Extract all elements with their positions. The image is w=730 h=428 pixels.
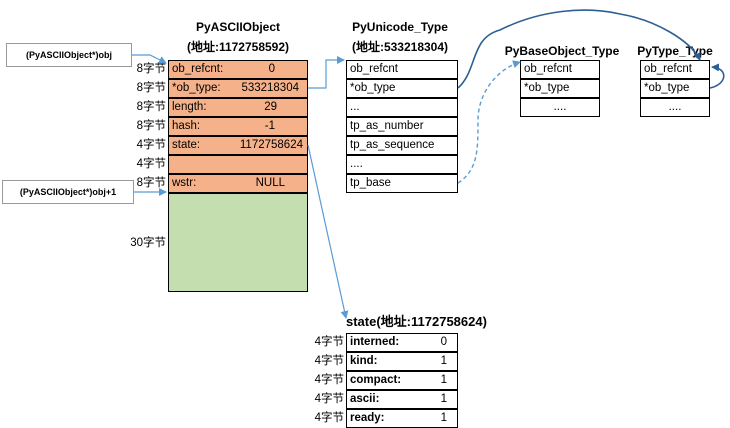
arrow-typetype-self-loop (709, 63, 725, 89)
string-data-block (168, 193, 308, 292)
base-object-type-field: .... (520, 98, 600, 117)
field-size: 8字节 (136, 101, 166, 113)
unicode-type-field: *ob_type (346, 79, 458, 98)
field-size: 8字节 (136, 177, 166, 189)
state-field-interned: interned:0 (346, 333, 458, 352)
data-size: 30字节 (130, 237, 166, 249)
arrow-unicode-obtype-to-typetype (457, 9, 701, 89)
pointer-obj: (PyASCIIObject*)obj (6, 43, 132, 67)
field-value: NULL (255, 177, 285, 189)
unicode-type-title: PyUnicode_Type (352, 20, 448, 34)
field-label: wstr: (172, 177, 197, 189)
unicode-type-field: ob_refcnt (346, 60, 458, 79)
field-value: 1172758624 (239, 139, 303, 151)
field-label: ob_refcnt: (172, 63, 224, 75)
state-field-size: 4字节 (314, 374, 344, 386)
state-field-compact: compact:1 (346, 371, 458, 390)
field-padding (168, 155, 308, 174)
unicode-type-field: tp_as_sequence (346, 136, 458, 155)
arrow-tpbase-to-baseobject (457, 60, 521, 184)
state-field-size: 4字节 (314, 336, 344, 348)
state-field-size: 4字节 (314, 355, 344, 367)
field-state: state: 1172758624 (168, 136, 308, 155)
field-size: 8字节 (136, 120, 166, 132)
field-value: 0 (268, 63, 275, 75)
type-type-field: .... (640, 98, 710, 117)
state-field-size: 4字节 (314, 393, 344, 405)
arrow-obj-to-refcnt (132, 54, 167, 64)
arrow-obtype-to-unicode (308, 56, 345, 89)
state-field-ascii: ascii:1 (346, 390, 458, 409)
pointer-obj-plus-1: (PyASCIIObject*)obj+1 (2, 180, 134, 204)
field-value: -1 (264, 120, 275, 132)
field-label: state: (172, 139, 201, 151)
state-field-size: 4字节 (314, 412, 344, 424)
type-type-field: ob_refcnt (640, 60, 710, 79)
ascii-object-title: PyASCIIObject (195, 20, 281, 34)
field-size: 8字节 (136, 63, 166, 75)
field-ob-refcnt: ob_refcnt: 0 (168, 60, 308, 79)
field-label: length: (172, 101, 207, 113)
base-object-type-field: ob_refcnt (520, 60, 600, 79)
state-field-kind: kind:1 (346, 352, 458, 371)
unicode-type-address: (地址:533218304) (351, 40, 449, 54)
field-length: length: 29 (168, 98, 308, 117)
base-object-type-title: PyBaseObject_Type (504, 44, 620, 58)
field-value: 29 (264, 101, 277, 113)
field-label: *ob_type: (172, 82, 221, 94)
unicode-type-field: tp_as_number (346, 117, 458, 136)
field-size: 4字节 (136, 158, 166, 170)
field-ob-type: *ob_type: 533218304 (168, 79, 308, 98)
type-type-field: *ob_type (640, 79, 710, 98)
field-size: 8字节 (136, 82, 166, 94)
field-wstr: wstr: NULL (168, 174, 308, 193)
field-label: hash: (172, 120, 201, 132)
ascii-object-address: (地址:1172758592) (186, 40, 290, 54)
unicode-type-field: ... (346, 98, 458, 117)
field-hash: hash: -1 (168, 117, 308, 136)
unicode-type-field: tp_base (346, 174, 458, 193)
base-object-type-field: *ob_type (520, 79, 600, 98)
state-title: state(地址:1172758624) (346, 314, 487, 329)
unicode-type-field: .... (346, 155, 458, 174)
field-value: 533218304 (241, 82, 299, 94)
field-size: 4字节 (136, 139, 166, 151)
arrow-state-to-struct (307, 144, 349, 319)
